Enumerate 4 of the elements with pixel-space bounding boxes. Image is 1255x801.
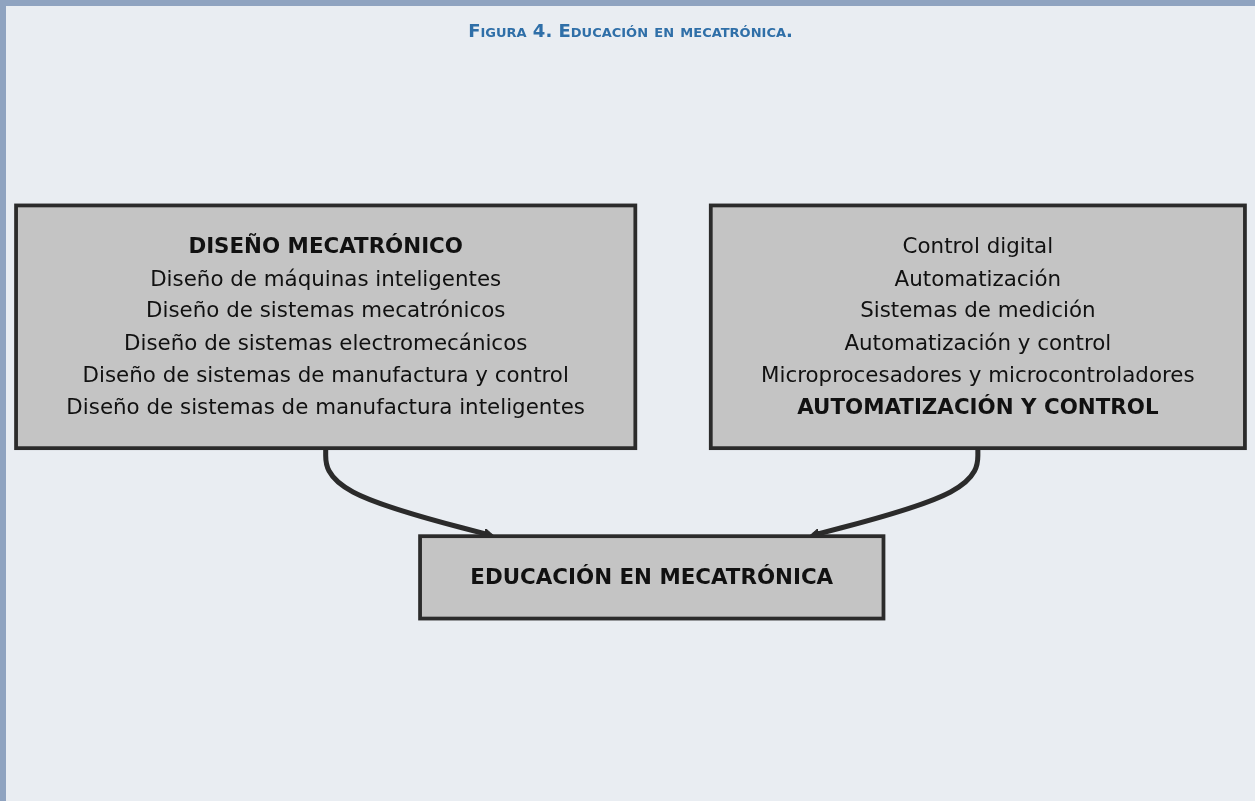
node-box: Control digital Automatización Sistemas de medición Automatización y control Microprocesadores y microcontroladores AUTOMATIZACIÓN Y CONTROL <box>708 203 1247 451</box>
figure-title: Figura 4. Educación en mecatrónica. <box>468 20 793 41</box>
node-box: EDUCACIÓN EN MECATRÓNICA <box>418 534 886 621</box>
node-box: DISEÑO MECATRÓNICO Diseño de máquinas inteligentes Diseño de sistemas mecatrónicos Diseño de sistemas electromecánicos Diseño de sistemas de manufactura y control Diseño de sistemas de manufactura inteligentes <box>14 203 638 451</box>
